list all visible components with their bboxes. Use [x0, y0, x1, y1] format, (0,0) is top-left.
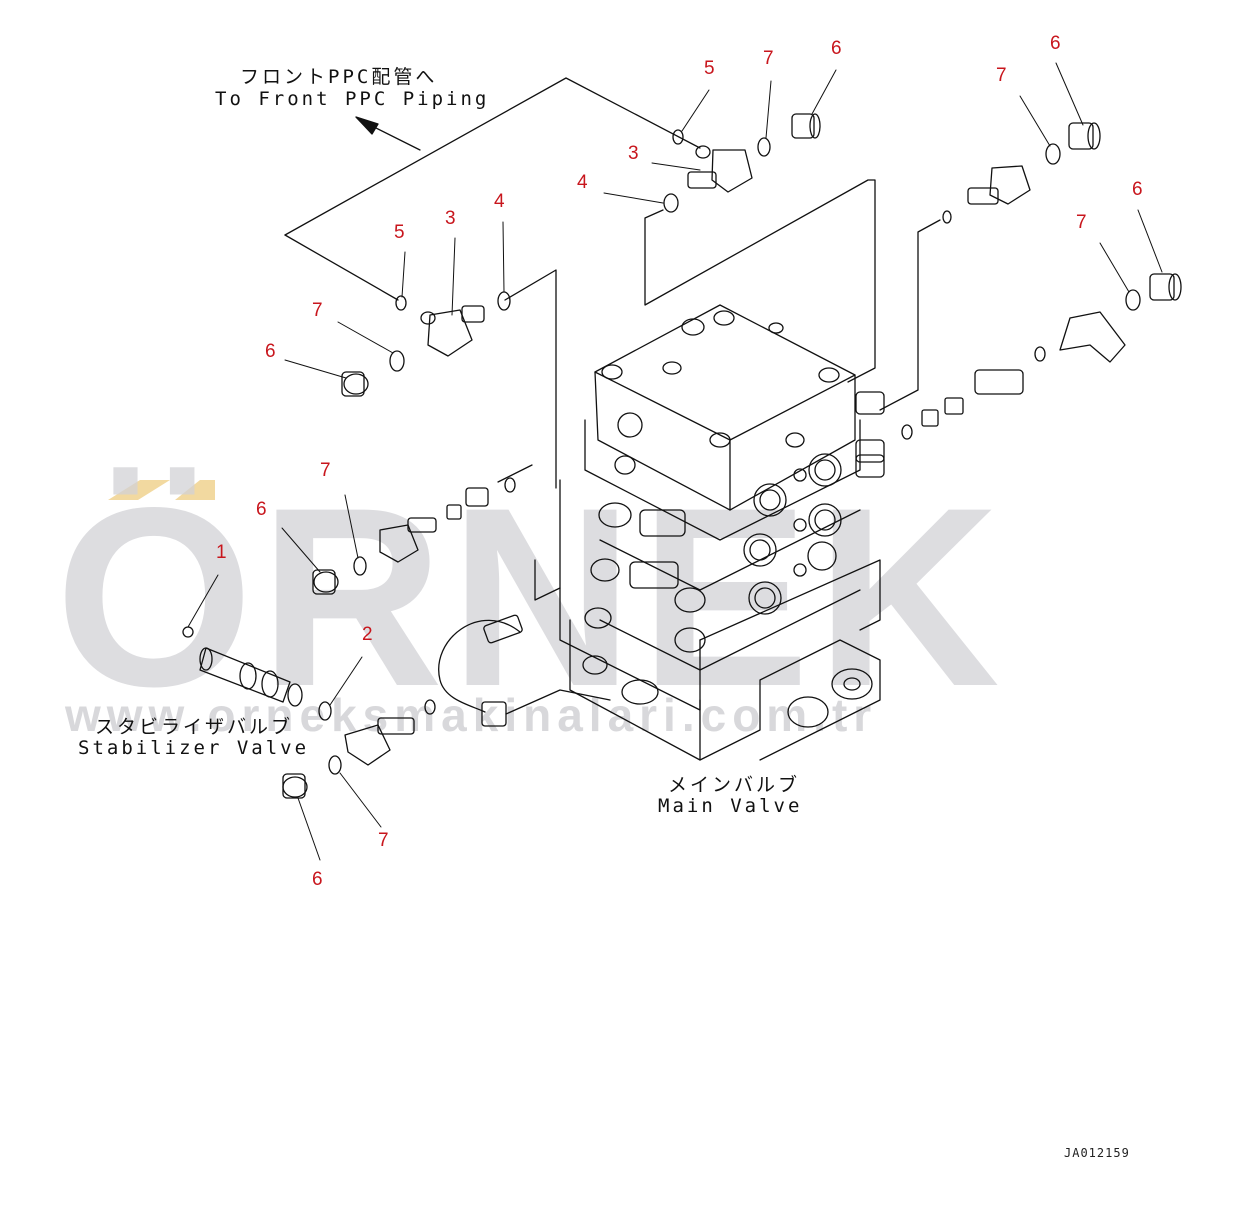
- stabilizer-valve: [182, 626, 303, 707]
- callout-7-right-mid[interactable]: 7: [1076, 212, 1087, 233]
- callout-3-left[interactable]: 3: [445, 208, 456, 229]
- main-valve-label-jp: メインバルブ: [668, 774, 801, 796]
- plugs: [282, 113, 1182, 799]
- callout-6-right-mid[interactable]: 6: [1132, 179, 1143, 200]
- elbow-fittings: [344, 145, 1126, 766]
- ppc-piping-leader: [284, 77, 941, 601]
- callout-7-top[interactable]: 7: [763, 48, 774, 69]
- stabilizer-label-jp: スタビライザバルブ: [95, 716, 294, 738]
- o-rings: [318, 129, 1141, 775]
- callout-2[interactable]: 2: [362, 624, 373, 645]
- small-fittings: [446, 397, 964, 520]
- callout-leaders: [187, 62, 1163, 861]
- callout-1[interactable]: 1: [216, 542, 227, 563]
- callout-7-right-top[interactable]: 7: [996, 65, 1007, 86]
- callout-7-bottom[interactable]: 7: [378, 830, 389, 851]
- main-valve-body: [559, 304, 885, 761]
- callout-6-top[interactable]: 6: [831, 38, 842, 59]
- watermark-url: www.orneksmakinalari.com.tr: [65, 689, 878, 741]
- callout-7-mid-left[interactable]: 7: [320, 460, 331, 481]
- callout-5-top[interactable]: 5: [704, 58, 715, 79]
- callout-4-top[interactable]: 4: [577, 172, 588, 193]
- stabilizer-label-en: Stabilizer Valve: [78, 737, 310, 759]
- watermark-brand: ÖRNEK: [55, 455, 1006, 740]
- callout-4-left[interactable]: 4: [494, 191, 505, 212]
- callout-3-top[interactable]: 3: [628, 143, 639, 164]
- callout-6-mid-left[interactable]: 6: [256, 499, 267, 520]
- callout-5-left[interactable]: 5: [394, 222, 405, 243]
- front-ppc-label-jp: フロントPPC配管へ: [240, 66, 438, 88]
- drawing-code: JA012159: [1064, 1146, 1130, 1160]
- main-valve-label-en: Main Valve: [658, 795, 803, 817]
- callout-6-left[interactable]: 6: [265, 341, 276, 362]
- callout-7-left[interactable]: 7: [312, 300, 323, 321]
- callout-6-right-top[interactable]: 6: [1050, 33, 1061, 54]
- callout-6-bottom[interactable]: 6: [312, 869, 323, 890]
- front-ppc-label-en: To Front PPC Piping: [215, 88, 490, 110]
- wire-harness: [438, 614, 611, 727]
